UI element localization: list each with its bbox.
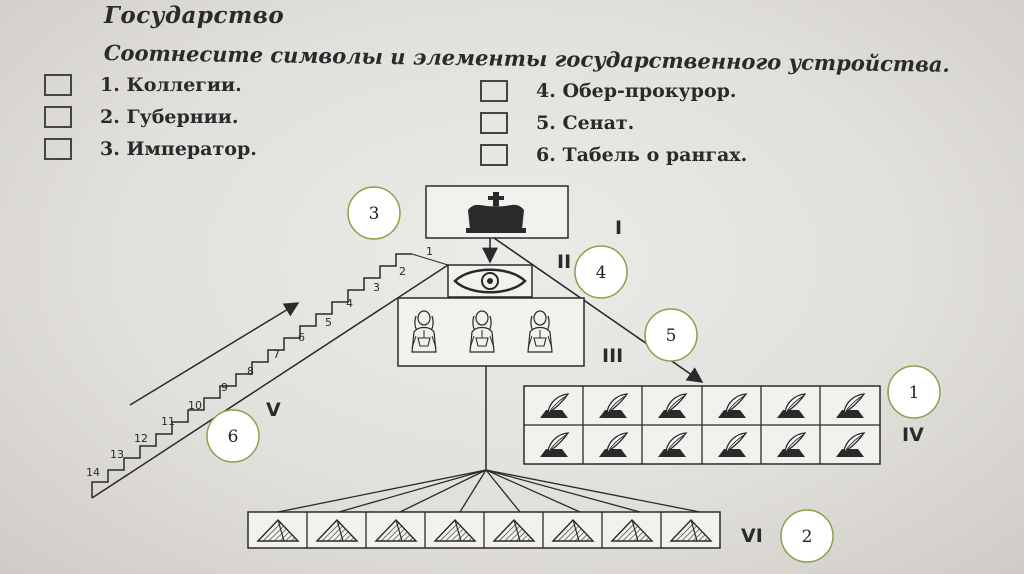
answer-circle-gubernii[interactable]: 2 [780, 509, 834, 563]
option-kollegii: 1. Коллегии. [44, 74, 242, 96]
option-checkbox[interactable] [44, 106, 72, 128]
answer-number: 4 [596, 263, 607, 283]
option-imperator: 3. Император. [44, 138, 257, 160]
option-senat: 5. Сенат. [480, 112, 634, 134]
answer-number: 3 [369, 204, 380, 224]
answer-number: 6 [228, 427, 239, 447]
level-label-V: V [266, 399, 281, 421]
level-label-IV: IV [902, 424, 924, 446]
level-label-I: I [615, 217, 622, 239]
level-label-III: III [602, 345, 623, 367]
option-checkbox[interactable] [480, 112, 508, 134]
step-number: 8 [247, 365, 254, 378]
step-number: 5 [325, 316, 332, 329]
step-number: 12 [134, 432, 148, 445]
step-number: 7 [273, 348, 280, 361]
collegia-grid [523, 385, 881, 465]
step-number: 1 [426, 245, 433, 258]
senate-box [397, 297, 585, 367]
option-tabel: 6. Табель о рангах. [480, 144, 747, 166]
step-number: 6 [298, 331, 305, 344]
option-label: 5. Сенат. [536, 112, 635, 134]
option-gubernii: 2. Губернии. [44, 106, 238, 128]
step-number: 13 [110, 448, 124, 461]
step-number: 3 [373, 281, 380, 294]
answer-number: 5 [666, 326, 677, 346]
option-label: 4. Обер-прокурор. [536, 80, 737, 102]
step-number: 10 [188, 399, 202, 412]
answer-circle-senate[interactable]: 5 [644, 308, 698, 362]
option-checkbox[interactable] [480, 144, 508, 166]
step-number: 11 [161, 415, 175, 428]
gubernii-row [247, 511, 721, 549]
answer-circle-table-of-ranks[interactable]: 6 [206, 409, 260, 463]
answer-circle-collegia[interactable]: 1 [887, 365, 941, 419]
answer-circle-emperor[interactable]: 3 [347, 186, 401, 240]
option-label: 2. Губернии. [100, 106, 239, 128]
step-number: 14 [86, 466, 100, 479]
step-number: 9 [221, 381, 228, 394]
step-number: 4 [346, 297, 353, 310]
option-label: 6. Табель о рангах. [536, 144, 748, 166]
rank-staircase [91, 253, 412, 498]
option-checkbox[interactable] [480, 80, 508, 102]
answer-circle-ober-prokuror[interactable]: 4 [574, 245, 628, 299]
option-ober-prokuror: 4. Обер-прокурор. [480, 80, 737, 102]
crown-icon [466, 192, 526, 233]
option-checkbox[interactable] [44, 138, 72, 160]
step-number: 2 [399, 265, 406, 278]
step-numbers: 1 2 3 4 5 6 7 8 9 10 11 12 13 14 [86, 245, 433, 479]
page-title: Государство [104, 2, 285, 29]
option-label: 1. Коллегии. [100, 74, 242, 96]
level-label-II: II [557, 251, 571, 273]
answer-number: 1 [909, 383, 920, 403]
level-label-VI: VI [741, 525, 763, 547]
option-label: 3. Император. [100, 138, 257, 160]
option-checkbox[interactable] [44, 74, 72, 96]
eye-icon [453, 268, 527, 294]
answer-number: 2 [802, 527, 813, 547]
